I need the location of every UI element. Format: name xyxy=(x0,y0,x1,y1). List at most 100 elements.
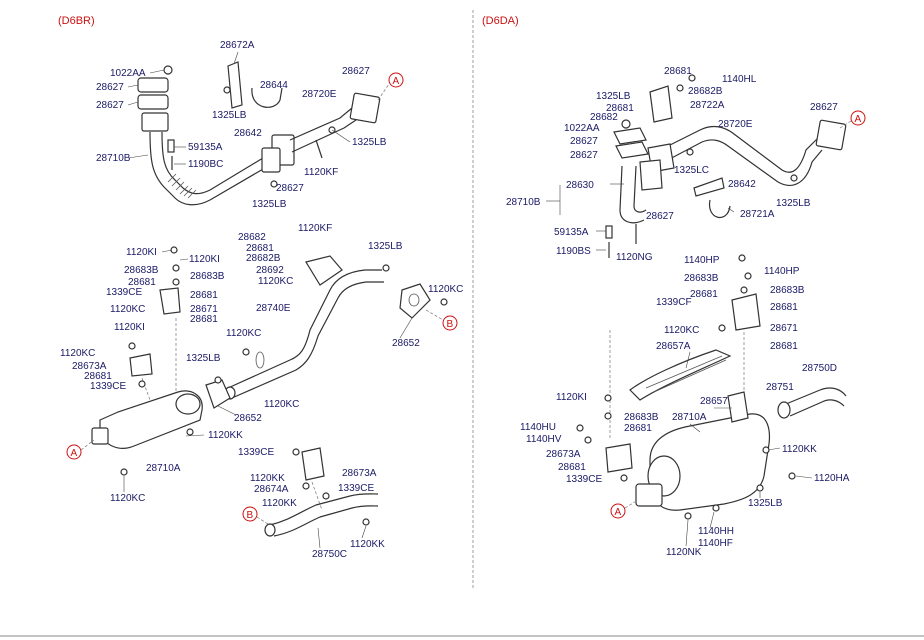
tail-pipe-28750C-lower xyxy=(273,505,379,537)
ref-b-mid-left xyxy=(442,315,458,331)
label-28681-right-a: 28681 xyxy=(664,66,692,77)
label-1140HF: 1140HF xyxy=(698,538,733,549)
label-28681-left-e: 28681 xyxy=(84,371,112,382)
bolt-right-n xyxy=(684,512,692,520)
label-28681-right-b: 28681 xyxy=(606,103,634,114)
down-pipe-28630-inner xyxy=(633,165,647,213)
label-59135A-right: 59135A xyxy=(554,227,589,238)
label-1339CE-b: 1339CE xyxy=(90,381,126,392)
label-1325LC: 1325LC xyxy=(674,165,709,176)
muffler-28710A-right xyxy=(649,413,771,511)
ref-b-mid-left-label: B xyxy=(447,319,454,330)
bolt-head-d xyxy=(128,342,136,350)
ref-a-top-left-label: A xyxy=(393,76,400,87)
label-28683B-right-c: 28683B xyxy=(624,412,659,423)
bolt-head-l xyxy=(292,448,300,456)
ref-a-mid-left-label: A xyxy=(71,448,78,459)
label-1120KI-right: 1120KI xyxy=(556,392,587,403)
gasket-2 xyxy=(137,94,169,110)
label-28681-right-f: 28681 xyxy=(624,423,652,434)
label-1325LB-c: 1325LB xyxy=(252,199,287,210)
label-28627-d: 28627 xyxy=(276,183,304,194)
nut-1022AA xyxy=(163,65,173,75)
label-1325LB-d: 1325LB xyxy=(368,241,403,252)
label-28692: 28692 xyxy=(256,265,284,276)
label-28627-c: 28627 xyxy=(342,66,370,77)
bolt-head-b xyxy=(172,264,180,272)
clamp-28652-upper-hole xyxy=(408,293,420,307)
nut-right-a xyxy=(676,84,684,92)
pipe-28740E xyxy=(227,269,382,389)
flange-3 xyxy=(261,147,281,173)
label-1120KF-b: 1120KF xyxy=(298,223,332,234)
label-1120NK: 1120NK xyxy=(666,547,702,558)
label-1120HA: 1120HA xyxy=(814,473,850,484)
label-28710B-right: 28710B xyxy=(506,197,541,208)
tail-pipe-28750D xyxy=(785,387,847,405)
right-front-pipe-assembly xyxy=(605,74,847,258)
bolt-right-k xyxy=(788,472,796,480)
left-tail-pipe-assembly xyxy=(264,447,379,537)
label-1120KK-d: 1120KK xyxy=(350,539,385,550)
label-28683B-right-b: 28683B xyxy=(770,285,805,296)
label-1120KK-b: 1120KK xyxy=(250,473,285,484)
label-28681-right-g: 28681 xyxy=(558,462,586,473)
down-pipe-28630 xyxy=(619,165,645,224)
label-1120KC-b: 1120KC xyxy=(428,284,463,295)
label-28630: 28630 xyxy=(566,180,594,191)
label-28681-left-d: 28681 xyxy=(190,314,218,325)
bolt-59135A xyxy=(167,139,175,153)
label-1140HU: 1140HU xyxy=(520,422,556,433)
label-1325LB-right-b: 1325LB xyxy=(776,198,811,209)
hanger-28671-right xyxy=(731,293,761,331)
label-28671-right: 28671 xyxy=(770,323,798,334)
label-28751: 28751 xyxy=(766,382,794,393)
pipe-28720E-right-lower xyxy=(663,139,823,186)
label-28710A-right: 28710A xyxy=(672,412,707,423)
label-28673A-left-b: 28673A xyxy=(342,468,377,479)
label-1325LB-e: 1325LB xyxy=(186,353,221,364)
bolt-right-d xyxy=(718,324,726,332)
label-1140HV: 1140HV xyxy=(526,434,562,445)
label-28627-right-a: 28627 xyxy=(810,102,838,113)
label-28657A: 28657A xyxy=(656,341,691,352)
flex-bellows xyxy=(167,173,197,199)
label-28681-right-d: 28681 xyxy=(770,302,798,313)
label-28673A-left-a: 28673A xyxy=(72,361,107,372)
ref-b-bottom-left xyxy=(242,506,258,522)
nut-right-b xyxy=(688,74,696,82)
label-1120KI-b: 1120KI xyxy=(189,254,220,265)
pipe-28720E-right xyxy=(659,125,819,173)
bolt-1120KF xyxy=(315,139,323,159)
label-28683B-left-b: 28683B xyxy=(190,271,225,282)
left-front-pipe-assembly xyxy=(137,61,381,206)
label-28652-b: 28652 xyxy=(234,413,262,424)
bolt-head-e xyxy=(138,380,146,388)
tail-pipe-28750D-lower xyxy=(789,399,845,417)
label-28720E-right: 28720E xyxy=(718,119,753,130)
ref-a-bottom-right xyxy=(610,503,626,519)
label-1120KF-a: 1120KF xyxy=(304,167,338,178)
bolt-right-i xyxy=(620,474,628,482)
hanger-28673A xyxy=(129,353,153,377)
label-28657: 28657 xyxy=(700,396,728,407)
label-1339CE-right: 1339CE xyxy=(566,474,602,485)
bolt-head-j xyxy=(242,348,250,356)
label-28682-right: 28682 xyxy=(590,112,618,123)
label-1120KC-right: 1120KC xyxy=(664,325,699,336)
label-1022AA-right: 1022AA xyxy=(564,123,600,134)
muffler-end xyxy=(175,393,201,415)
label-28627-a: 28627 xyxy=(96,82,124,93)
label-28644: 28644 xyxy=(260,80,288,91)
label-1120KC-d: 1120KC xyxy=(226,328,261,339)
label-28683B-right-a: 28683B xyxy=(684,273,719,284)
gasket-right-a xyxy=(613,127,647,145)
label-1339CE-c: 1339CE xyxy=(238,447,274,458)
label-1190BS: 1190BS xyxy=(556,246,591,257)
right-muffler-assembly xyxy=(576,254,847,520)
label-28673A-right: 28673A xyxy=(546,449,581,460)
label-1120KC-g: 1120KC xyxy=(110,493,145,504)
pipe-28720E-lower xyxy=(291,119,357,153)
ref-a-top-right xyxy=(850,110,866,126)
nut-right-d xyxy=(686,148,694,156)
